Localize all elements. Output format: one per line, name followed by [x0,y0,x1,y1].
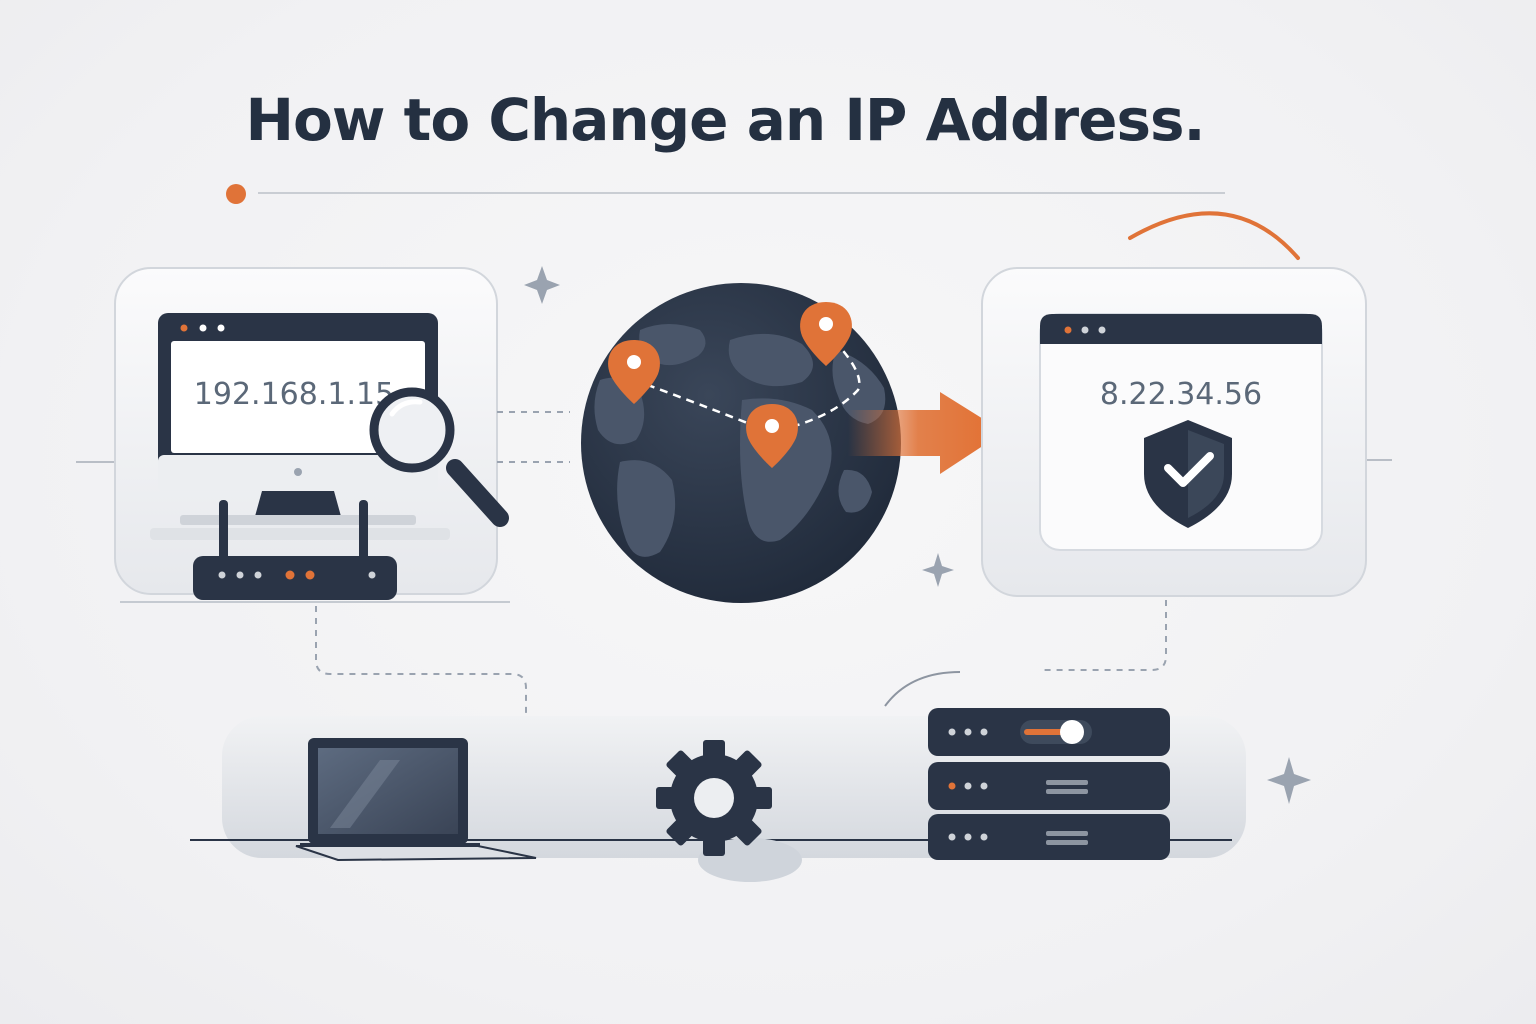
connector-arc [884,671,961,707]
current-ip-card: 192.168.1.15 [114,267,510,603]
magnifier-icon [369,387,509,527]
new-ip-address: 8.22.34.56 [1100,377,1262,412]
new-ip-card: 8.22.34.56 [981,267,1367,597]
location-pin-icon [608,302,852,468]
sparkle-icon [524,266,1311,804]
desktop-monitor-icon [150,313,450,540]
accent-arc [1128,211,1300,260]
current-ip-address: 192.168.1.15 [194,377,394,412]
gear-icon [656,740,772,856]
server-rack-icon [928,708,1170,860]
router-icon [193,500,397,600]
page-title: How to Change an IP Address. [245,86,1205,154]
title-divider [226,184,1225,204]
laptop-icon [295,738,537,862]
arrow-right-icon [848,392,1004,474]
shield-check-icon [1144,420,1232,528]
